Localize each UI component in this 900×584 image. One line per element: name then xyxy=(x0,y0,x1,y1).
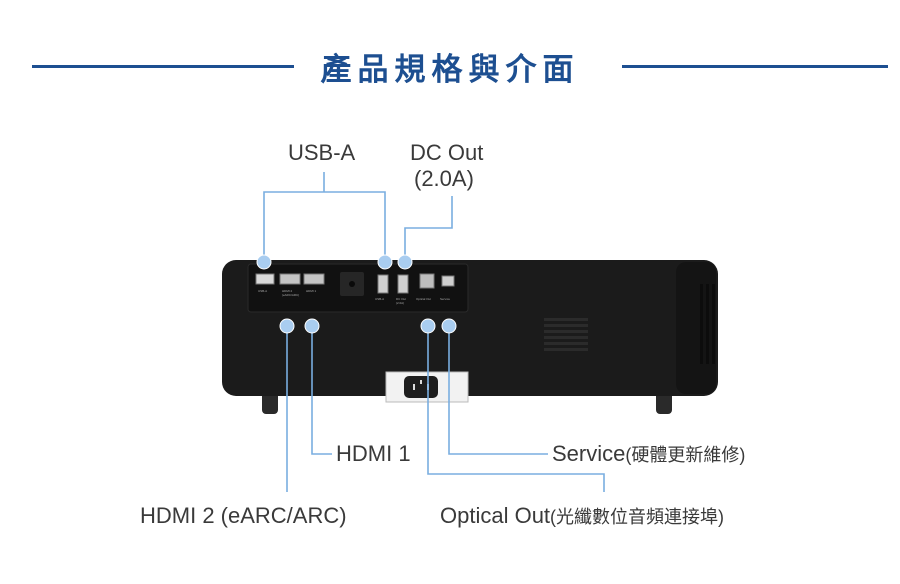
dot-hdmi-2 xyxy=(279,318,295,334)
label-service: Service xyxy=(552,441,626,466)
label-usb-a: USB-A xyxy=(288,140,356,165)
title-rule-left xyxy=(32,65,294,68)
page-title: 產品規格與介面 xyxy=(320,52,580,88)
dot-usb-a-left xyxy=(256,254,272,270)
callout-optical xyxy=(427,330,605,492)
print-service: Service xyxy=(440,297,450,301)
callout-service xyxy=(448,330,548,455)
port-usb-a-2 xyxy=(377,274,389,294)
label-optical: Optical Out xyxy=(440,503,551,528)
print-optical: Optical Out xyxy=(416,297,431,301)
port-hdmi-2 xyxy=(279,273,301,285)
dot-service xyxy=(441,318,457,334)
projector-side xyxy=(676,262,716,394)
label-optical-group: Optical Out(光纖數位音頻連接埠) xyxy=(440,503,724,529)
port-service xyxy=(441,275,455,287)
print-usb-a-right: USB-A xyxy=(375,297,384,301)
print-dc-out: DC Out xyxy=(396,297,406,301)
label-dc-out: DC Out xyxy=(410,140,484,165)
print-usb-a: USB-A xyxy=(258,289,267,293)
dot-optical xyxy=(420,318,436,334)
callout-dots xyxy=(256,254,457,334)
port-optical xyxy=(419,273,435,289)
label-service-group: Service(硬體更新維修) xyxy=(552,441,745,467)
port-hdmi-1 xyxy=(303,273,325,285)
dot-usb-a-right xyxy=(377,254,393,270)
print-hdmi-2: HDMI 2 xyxy=(282,289,292,293)
label-hdmi-1: HDMI 1 xyxy=(336,441,411,466)
power-inlet xyxy=(404,376,438,398)
label-dc-out-rating: (2.0A) xyxy=(414,166,474,191)
rear-vent xyxy=(544,318,588,351)
label-optical-note: (光纖數位音頻連接埠) xyxy=(550,507,725,527)
print-dc-out-rating: (2.0A) xyxy=(396,301,404,305)
side-vent xyxy=(700,284,715,364)
title-rule-right xyxy=(622,65,888,68)
callout-hdmi-1 xyxy=(311,330,332,455)
dot-hdmi-1 xyxy=(304,318,320,334)
callout-usb-a xyxy=(263,172,386,258)
print-hdmi-2-sub: (eARC/ARC) xyxy=(282,293,299,297)
lens-sensor-dot xyxy=(349,281,355,287)
callout-lines xyxy=(263,172,605,492)
port-dc-out xyxy=(397,274,409,294)
label-service-note: (硬體更新維修) xyxy=(625,445,746,465)
dot-dc-out xyxy=(397,254,413,270)
label-hdmi-2: HDMI 2 (eARC/ARC) xyxy=(140,503,347,528)
port-usb-a xyxy=(255,273,275,285)
callout-dc-out xyxy=(404,196,453,258)
print-hdmi-1: HDMI 1 xyxy=(306,289,316,293)
